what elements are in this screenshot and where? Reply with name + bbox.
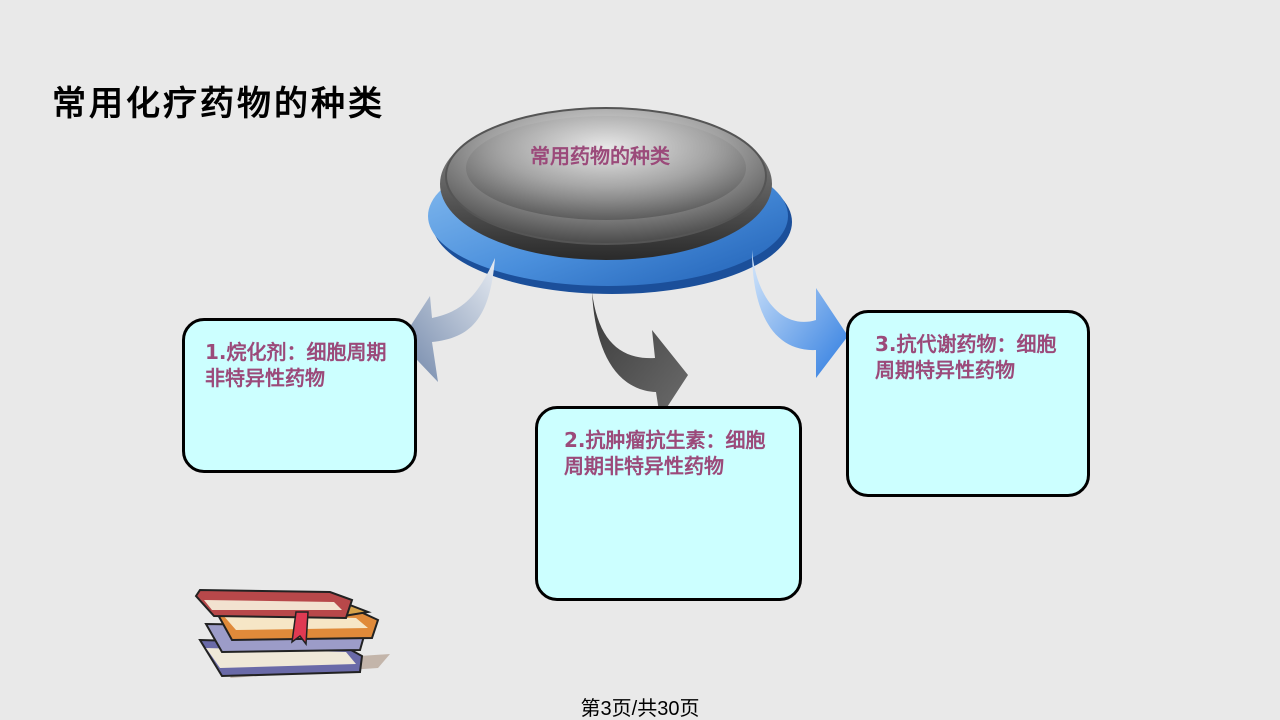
category-box-antitumor-antibiotics: 2.抗肿瘤抗生素：细胞周期非特异性药物 [535, 406, 802, 601]
arrow-down-icon [592, 292, 688, 418]
hub-disc [440, 107, 772, 260]
category-box-antimetabolites: 3.抗代谢药物：细胞周期特异性药物 [846, 310, 1090, 497]
arrow-left-icon [400, 258, 495, 382]
category-text: 1.烷化剂：细胞周期非特异性药物 [205, 340, 387, 390]
category-box-alkylating: 1.烷化剂：细胞周期非特异性药物 [182, 318, 417, 473]
arrow-right-icon [752, 250, 848, 378]
book-stack-icon [194, 588, 390, 678]
slide-title: 常用化疗药物的种类 [52, 84, 385, 124]
category-text: 2.抗肿瘤抗生素：细胞周期非特异性药物 [564, 428, 766, 478]
category-text: 3.抗代谢药物：细胞周期特异性药物 [875, 332, 1057, 382]
page-number: 第3页/共30页 [580, 698, 700, 720]
hub-label: 常用药物的种类 [530, 144, 670, 168]
